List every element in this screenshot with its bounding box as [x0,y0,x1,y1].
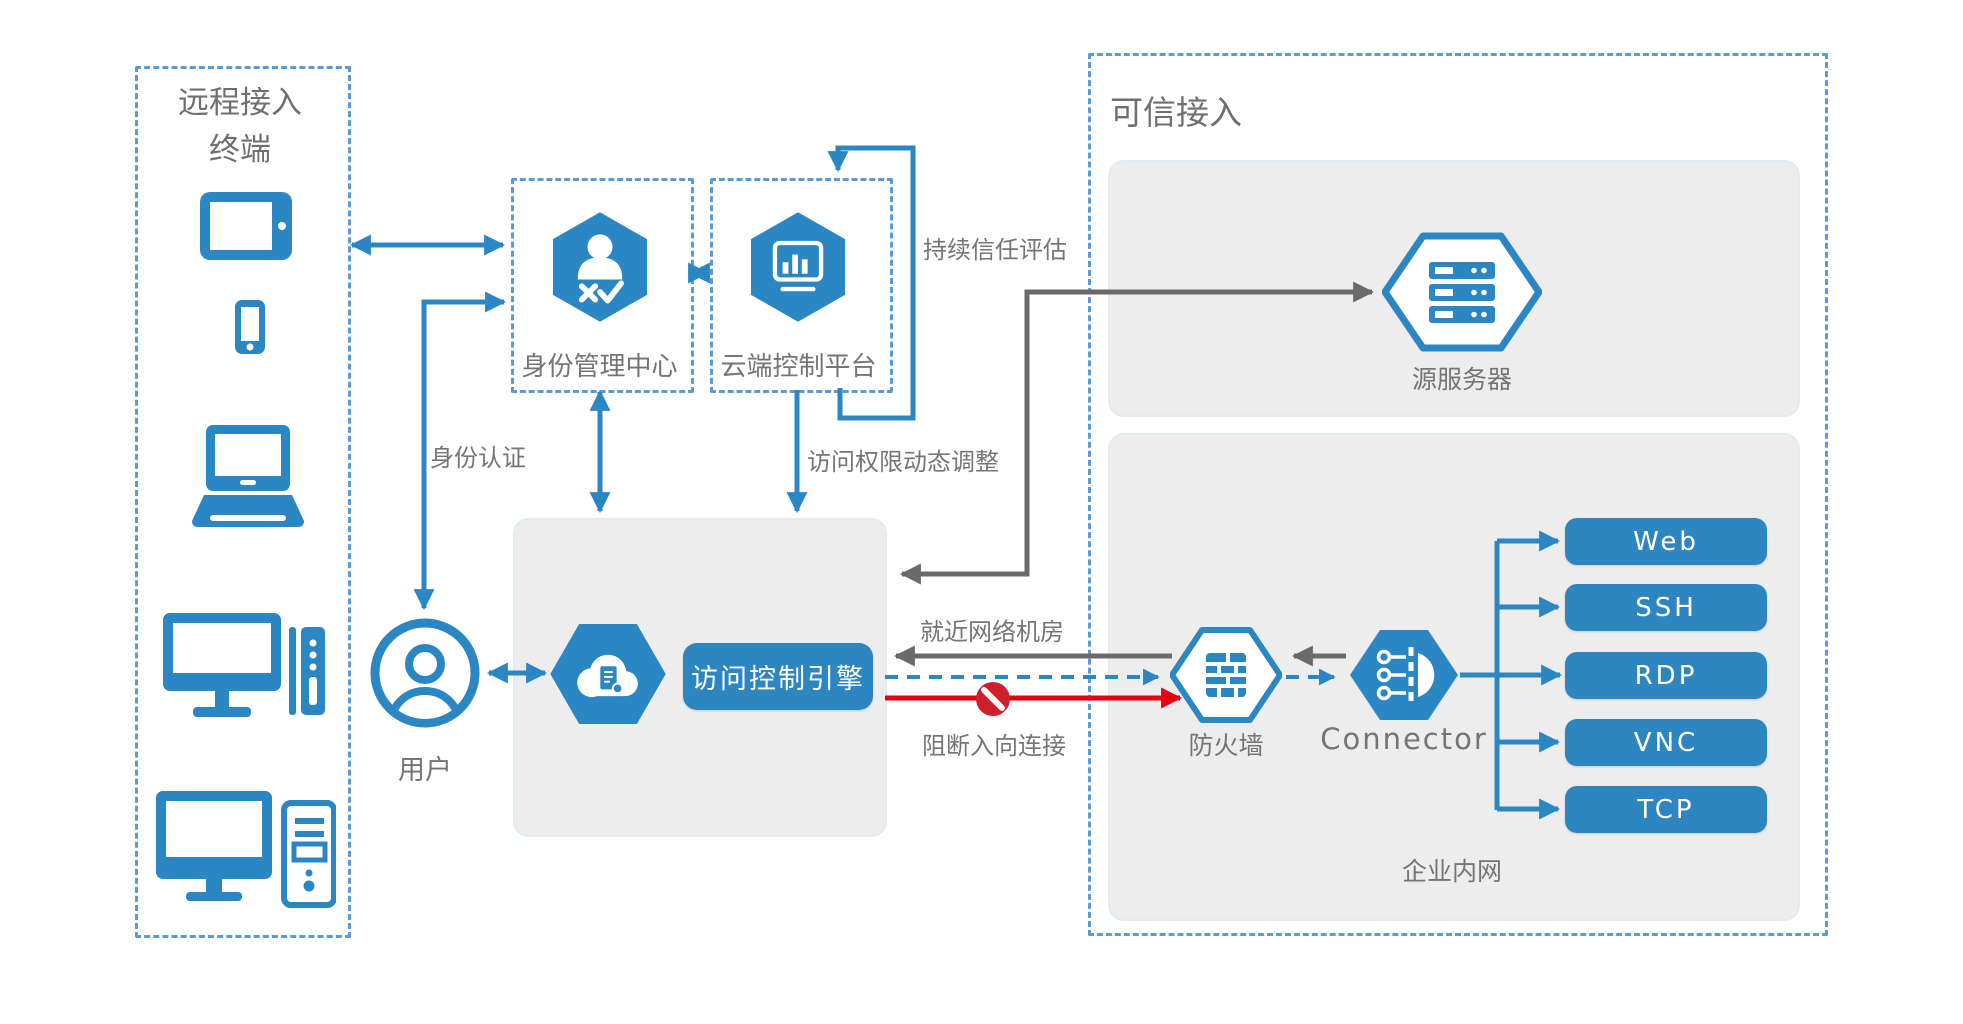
connector-label: Connector [1320,722,1488,756]
tablet-icon [198,190,294,262]
user-icon [370,618,480,728]
connector-icon [1348,623,1460,727]
label-identity-auth: 身份认证 [430,444,526,472]
user-label: 用户 [398,755,452,786]
intranet-label: 企业内网 [1401,857,1502,886]
monitor-settop-icon [163,609,325,729]
remote-terminal-box [135,66,351,938]
identity-center-icon [552,212,648,322]
remote-terminal-title: 远程接入 终端 [135,80,345,173]
protocol-web: Web [1565,518,1767,565]
remote-terminal-title-line1: 远程接入 [178,85,302,121]
origin-server-icon [1382,231,1542,353]
label-dynamic-permission: 访问权限动态调整 [807,448,999,476]
label-continuous-trust-evaluation: 持续信任评估 [923,236,1067,264]
protocol-vnc: VNC [1565,719,1767,766]
cloud-platform-icon [750,212,846,322]
protocol-tcp: TCP [1565,786,1767,833]
protocol-rdp: RDP [1565,652,1767,699]
protocol-ssh-label: SSH [1635,592,1697,623]
identity-center-label: 身份管理中心 [521,352,678,382]
access-engine-icon [550,624,666,724]
access-engine-button: 访问控制引擎 [683,643,873,710]
cloud-platform-label: 云端控制平台 [720,352,877,382]
label-nearby-idc: 就近网络机房 [920,618,1064,646]
protocol-tcp-label: TCP [1637,794,1695,825]
protocol-ssh: SSH [1565,584,1767,631]
laptop-icon [190,423,306,531]
protocol-web-label: Web [1633,526,1699,557]
origin-server-label: 源服务器 [1411,365,1512,394]
firewall-label: 防火墙 [1188,731,1264,760]
firewall-icon [1170,623,1282,727]
access-engine-button-label: 访问控制引擎 [691,664,865,695]
trusted-access-title: 可信接入 [1110,93,1242,132]
desktop-tower-icon [156,791,336,913]
protocol-vnc-label: VNC [1633,727,1699,758]
smartphone-icon [234,299,266,355]
protocol-rdp-label: RDP [1634,660,1698,691]
no-entry-icon [976,682,1010,716]
remote-terminal-title-line2: 终端 [209,131,271,168]
label-block-inbound: 阻断入向连接 [922,732,1066,760]
